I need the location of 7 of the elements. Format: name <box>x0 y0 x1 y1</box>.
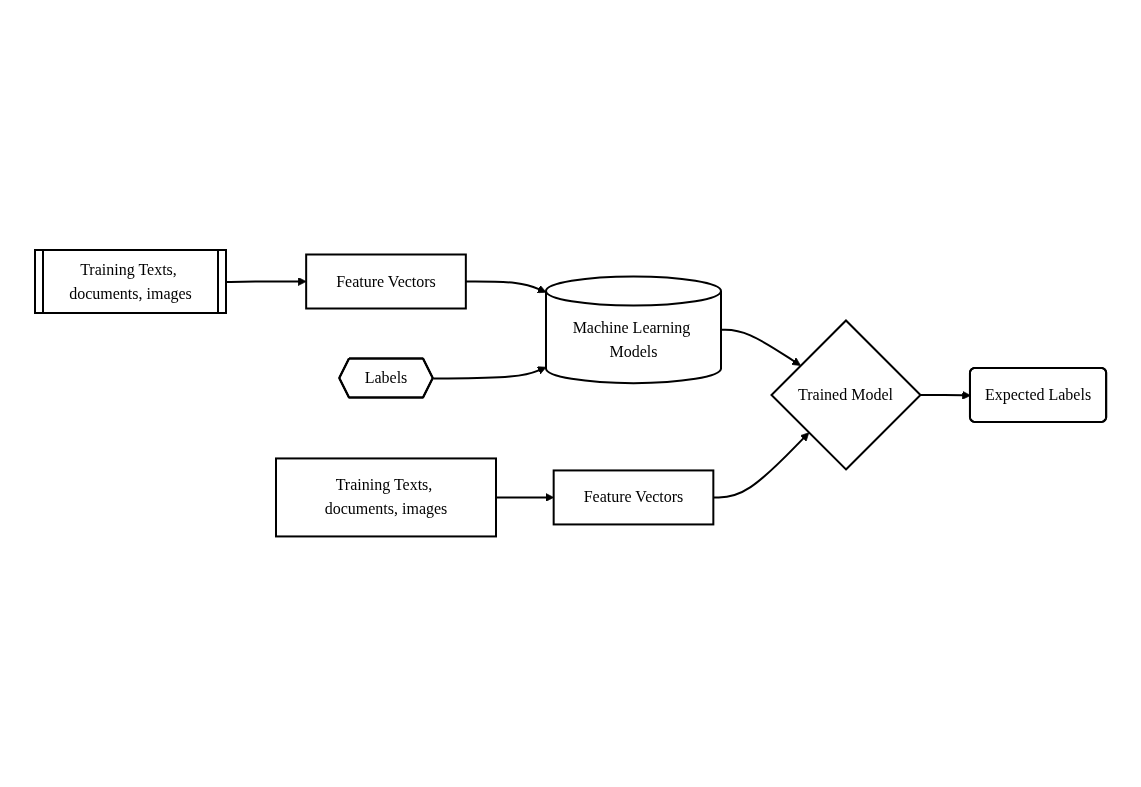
arrow <box>225 277 307 287</box>
node-diamond: Trained Model <box>770 319 922 472</box>
node-box: Training Texts, documents, images <box>274 457 497 538</box>
arrow <box>719 329 801 367</box>
node-box: Feature Vectors <box>552 469 715 526</box>
node-box: Feature Vectors <box>305 253 467 310</box>
arrow <box>432 366 547 380</box>
